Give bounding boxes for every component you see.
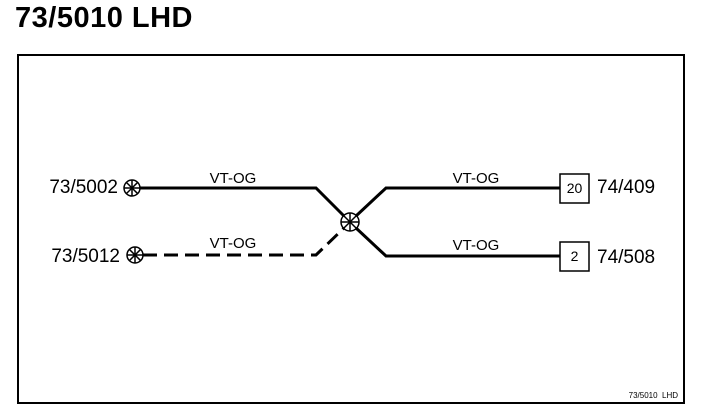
pin-box	[559, 241, 590, 272]
wire-top-left	[140, 186, 346, 218]
pin-box	[559, 173, 590, 204]
wire-label: VT-OG	[210, 170, 257, 187]
wire-bottom-right	[354, 226, 560, 258]
connector-label-74-409: 74/409	[597, 177, 655, 198]
connector-label-73-5012: 73/5012	[51, 246, 120, 267]
connector-symbol-icon	[126, 246, 144, 264]
wire-bottom-left-dashed	[143, 226, 346, 257]
diagram-frame	[17, 54, 685, 404]
wire-top-right	[354, 186, 560, 218]
page-title: 73/5010 LHD	[15, 2, 193, 34]
diagram-footer-label: 73/5010 LHD	[629, 391, 679, 400]
wire-label: VT-OG	[453, 170, 500, 187]
connector-label-74-508: 74/508	[597, 247, 655, 268]
connector-symbol-icon	[123, 179, 141, 197]
pin-number: 2	[571, 248, 579, 264]
wire-label: VT-OG	[453, 237, 500, 254]
connector-label-73-5002: 73/5002	[49, 177, 118, 198]
splice-icon	[340, 212, 360, 232]
wire-label: VT-OG	[210, 235, 257, 252]
pin-number: 20	[567, 180, 583, 196]
